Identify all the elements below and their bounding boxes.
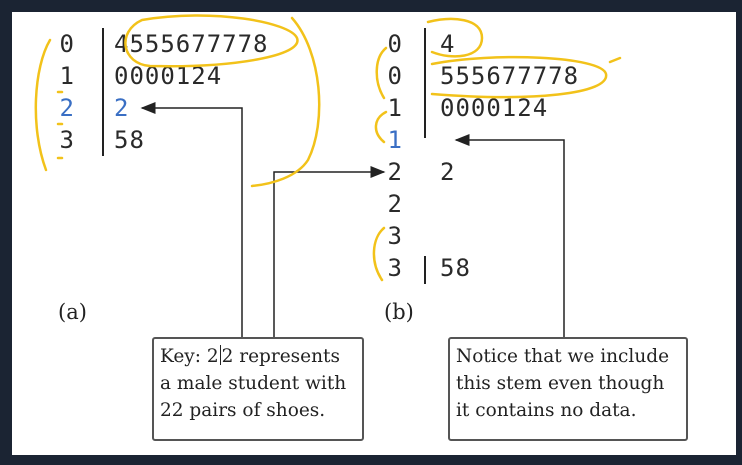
plot-b-stem: 1 <box>387 126 402 154</box>
key-arrow-b <box>273 166 386 337</box>
plot-b-caption: (b) <box>384 300 414 324</box>
plot-a-stem: 1 <box>59 62 74 90</box>
plot-b-stem: 1 <box>387 94 402 122</box>
plot-b-stem: 0 <box>387 62 402 90</box>
notice-line-1: Notice that we include <box>456 346 670 367</box>
plot-a-stem: 3 <box>59 126 74 154</box>
plot-b-stem: 2 <box>387 158 402 186</box>
plot-b-divider-bottom <box>424 256 426 284</box>
notice-line-3: it contains no data. <box>456 400 637 421</box>
plot-b-leaves: 555677778 <box>440 62 580 90</box>
slide: 0 4555677778 1 0000124 2 2 3 58 (a) 0 4 … <box>12 12 736 455</box>
key-line-3: 22 pairs of shoes. <box>160 400 326 421</box>
plot-a-leaves: 2 <box>114 94 130 122</box>
plot-a-leaves: 4555677778 <box>114 30 269 58</box>
connector-arrows <box>34 14 622 337</box>
key-divider <box>219 345 221 365</box>
plot-b-leaves: 58 <box>440 254 471 282</box>
key-line-2: a male student with <box>160 373 347 394</box>
plot-b-divider-top <box>424 28 426 138</box>
plot-b-leaves: 2 <box>440 158 456 186</box>
plot-a-stem: 2 <box>59 94 74 122</box>
plot-b-stem: 3 <box>387 222 402 250</box>
plot-b-leaves: 0000124 <box>440 94 549 122</box>
plot-b-stem: 3 <box>387 254 402 282</box>
notice-box: Notice that we include this stem even th… <box>448 337 688 441</box>
plot-a-stem: 0 <box>59 30 74 58</box>
plot-a-leaves: 58 <box>114 126 145 154</box>
notice-line-2: this stem even though <box>456 373 665 394</box>
key-arrow-a <box>140 102 243 337</box>
notice-arrow <box>454 134 565 337</box>
plot-b-stem: 0 <box>387 30 402 58</box>
plot-a-divider <box>102 28 104 156</box>
plot-a-caption: (a) <box>58 300 87 324</box>
plot-b-leaves: 4 <box>440 30 456 58</box>
handwritten-annotations <box>34 14 622 282</box>
plot-b-stem: 2 <box>387 190 402 218</box>
